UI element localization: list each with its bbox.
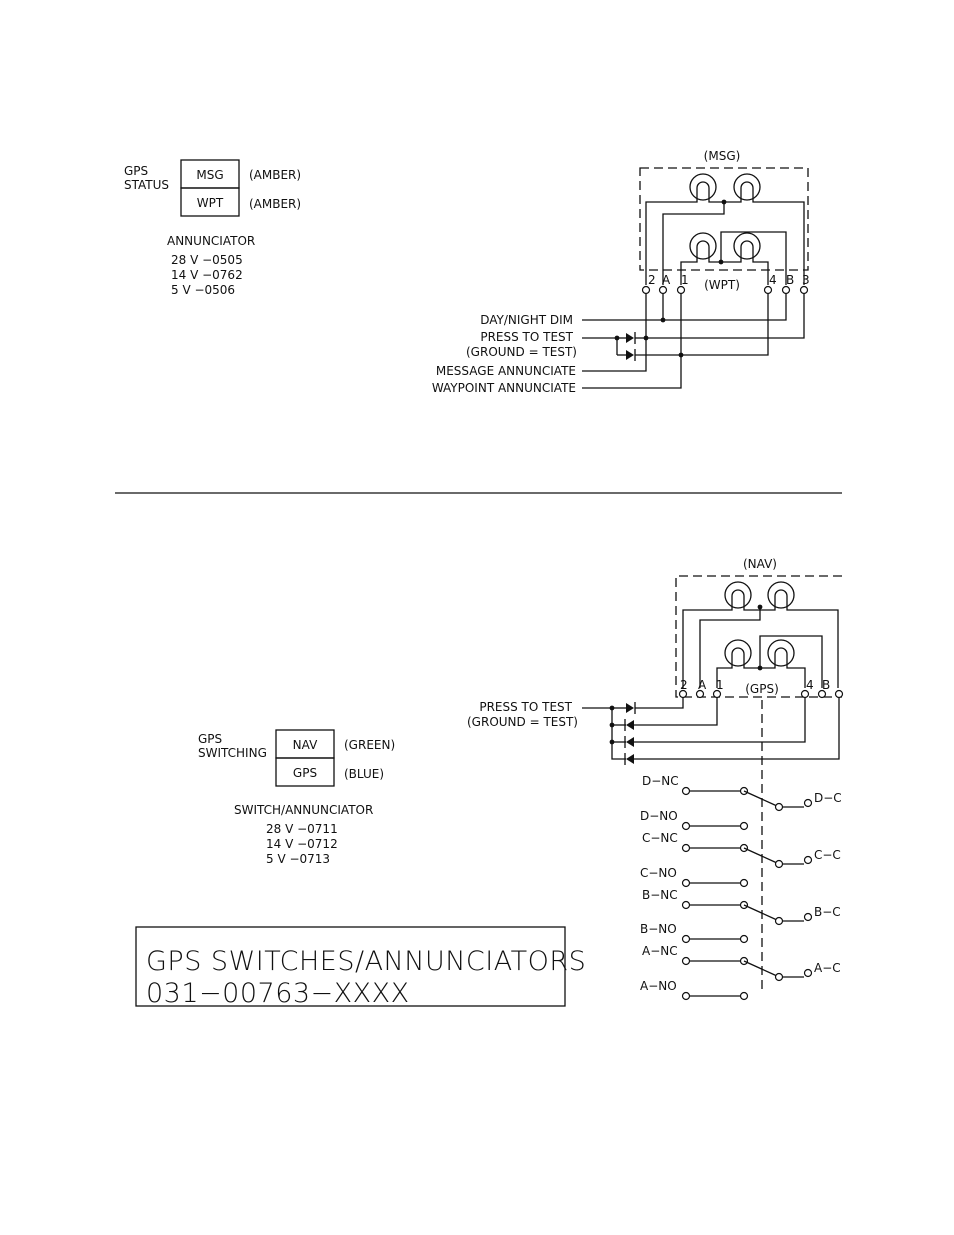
contact-label-a-no: A−NO	[640, 979, 677, 993]
wpt-annunciator-cell	[180, 187, 240, 217]
title-block-line2: 031−00763−XXXX	[146, 978, 410, 1009]
diode-4-icon	[626, 720, 634, 730]
contact-label-b-nc: B−NC	[642, 888, 678, 902]
nav-lamp-group-label: (NAV)	[743, 557, 777, 571]
nav-terminal-label-1: 1	[716, 678, 724, 692]
contact-label-c-c: C−C	[814, 848, 841, 862]
nav-terminal-label-4: 4	[806, 678, 814, 692]
nav-color-label: (GREEN)	[344, 738, 395, 752]
msg-color-label: (AMBER)	[249, 168, 301, 182]
nav-terminal-1	[712, 689, 722, 699]
switch-part-number-14v: 14 V −0712	[266, 837, 338, 851]
terminal-b	[781, 285, 791, 295]
part-number-5v: 5 V −0506	[171, 283, 235, 297]
switch-blade-a	[743, 960, 778, 977]
terminal-label-4: 4	[769, 273, 777, 287]
msg-lamp-group-label: (MSG)	[704, 149, 741, 163]
msg-cell-label: MSG	[196, 168, 223, 182]
terminal-2	[641, 285, 651, 295]
nav-terminal-a	[695, 689, 705, 699]
signal-press-to-test-bottom: PRESS TO TEST	[479, 700, 572, 714]
contact-label-d-c: D−C	[814, 791, 842, 805]
wpt-color-label: (AMBER)	[249, 197, 301, 211]
msg-lamp-right-icon	[733, 173, 761, 201]
wpt-lamp-left-icon	[689, 232, 717, 260]
diode-3-icon	[626, 703, 634, 713]
gps-cell-label: GPS	[293, 766, 317, 780]
switch-part-number-28v: 28 V −0711	[266, 822, 338, 836]
signal-ground-test: (GROUND = TEST)	[466, 345, 577, 359]
msg-lamp-left-icon	[689, 173, 717, 201]
nav-terminal-label-2: 2	[680, 678, 688, 692]
terminal-label-1: 1	[681, 273, 689, 287]
nav-terminal-b	[817, 689, 827, 699]
nav-terminal-3	[834, 689, 844, 699]
switch-blade-c	[743, 847, 778, 864]
title-block-frame	[135, 926, 566, 1007]
wpt-cell-label: WPT	[197, 196, 224, 210]
gps-lamp-left-icon	[724, 639, 752, 667]
gps-color-label: (BLUE)	[344, 767, 384, 781]
contact-label-c-nc: C−NC	[642, 831, 678, 845]
switch-blade-b	[743, 904, 778, 921]
contact-label-d-nc: D−NC	[642, 774, 679, 788]
contact-label-b-c: B−C	[814, 905, 841, 919]
nav-lamp-right-icon	[767, 581, 795, 609]
wpt-lamp-right-icon	[733, 232, 761, 260]
diode-5-icon	[626, 737, 634, 747]
nav-gps-housing-outline	[675, 575, 842, 698]
gps-status-label-line1: GPS	[124, 164, 148, 178]
nav-lamp-left-icon	[724, 581, 752, 609]
part-number-28v: 28 V −0505	[171, 253, 243, 267]
terminal-label-a: A	[662, 273, 671, 287]
gps-lamp-group-label: (GPS)	[745, 682, 779, 696]
gps-switching-label-line1: GPS	[198, 732, 222, 746]
terminal-3	[799, 285, 809, 295]
switch-part-number-5v: 5 V −0713	[266, 852, 330, 866]
title-block: GPS SWITCHES/ANNUNCIATORS 031−00763−XXXX	[135, 926, 586, 1009]
annunciator-heading: ANNUNCIATOR	[167, 234, 255, 248]
nav-terminal-label-a: A	[698, 678, 707, 692]
contact-label-b-no: B−NO	[640, 922, 677, 936]
terminal-1	[676, 285, 686, 295]
switch-blade-d	[743, 790, 778, 807]
terminal-a	[658, 285, 668, 295]
title-block-line1: GPS SWITCHES/ANNUNCIATORS	[146, 946, 586, 977]
switch-annunciator-heading: SWITCH/ANNUNCIATOR	[234, 803, 373, 817]
contact-label-d-no: D−NO	[640, 809, 678, 823]
nav-terminal-4	[800, 689, 810, 699]
nav-terminal-label-b: B	[822, 678, 830, 692]
terminal-label-3: 3	[802, 273, 810, 287]
contact-label-a-nc: A−NC	[642, 944, 678, 958]
gps-switch-cell	[275, 757, 335, 787]
msg-wpt-housing-outline	[639, 167, 809, 271]
signal-day-night-dim: DAY/NIGHT DIM	[480, 313, 573, 327]
part-number-14v: 14 V −0762	[171, 268, 243, 282]
nav-cell-label: NAV	[293, 738, 318, 752]
contact-label-c-no: C−NO	[640, 866, 677, 880]
terminal-label-b: B	[786, 273, 794, 287]
terminal-4	[763, 285, 773, 295]
diode-1-icon	[626, 333, 634, 343]
gps-switching-label-line2: SWITCHING	[198, 746, 267, 760]
signal-ground-test-bottom: (GROUND = TEST)	[467, 715, 578, 729]
nav-terminal-2	[678, 689, 688, 699]
signal-message-annunciate: MESSAGE ANNUNCIATE	[436, 364, 576, 378]
diode-2-icon	[626, 350, 634, 360]
msg-wpt-schematic: (MSG) (WPT) 2	[432, 149, 810, 395]
contact-label-a-c: A−C	[814, 961, 841, 975]
gps-status-label-line2: STATUS	[124, 178, 169, 192]
diode-6-icon	[626, 754, 634, 764]
nav-gps-schematic: (NAV) (GPS) 2 A 1 4	[467, 557, 844, 1001]
terminal-label-2: 2	[648, 273, 656, 287]
signal-press-to-test: PRESS TO TEST	[480, 330, 573, 344]
gps-lamp-right-icon	[767, 639, 795, 667]
signal-waypoint-annunciate: WAYPOINT ANNUNCIATE	[432, 381, 576, 395]
gps-switching-section: GPS SWITCHING NAV GPS (GREEN) (BLUE) SWI…	[198, 729, 395, 866]
gps-status-section: GPS STATUS MSG WPT (AMBER) (AMBER) ANNUN…	[124, 159, 301, 297]
wpt-lamp-group-label: (WPT)	[704, 278, 740, 292]
